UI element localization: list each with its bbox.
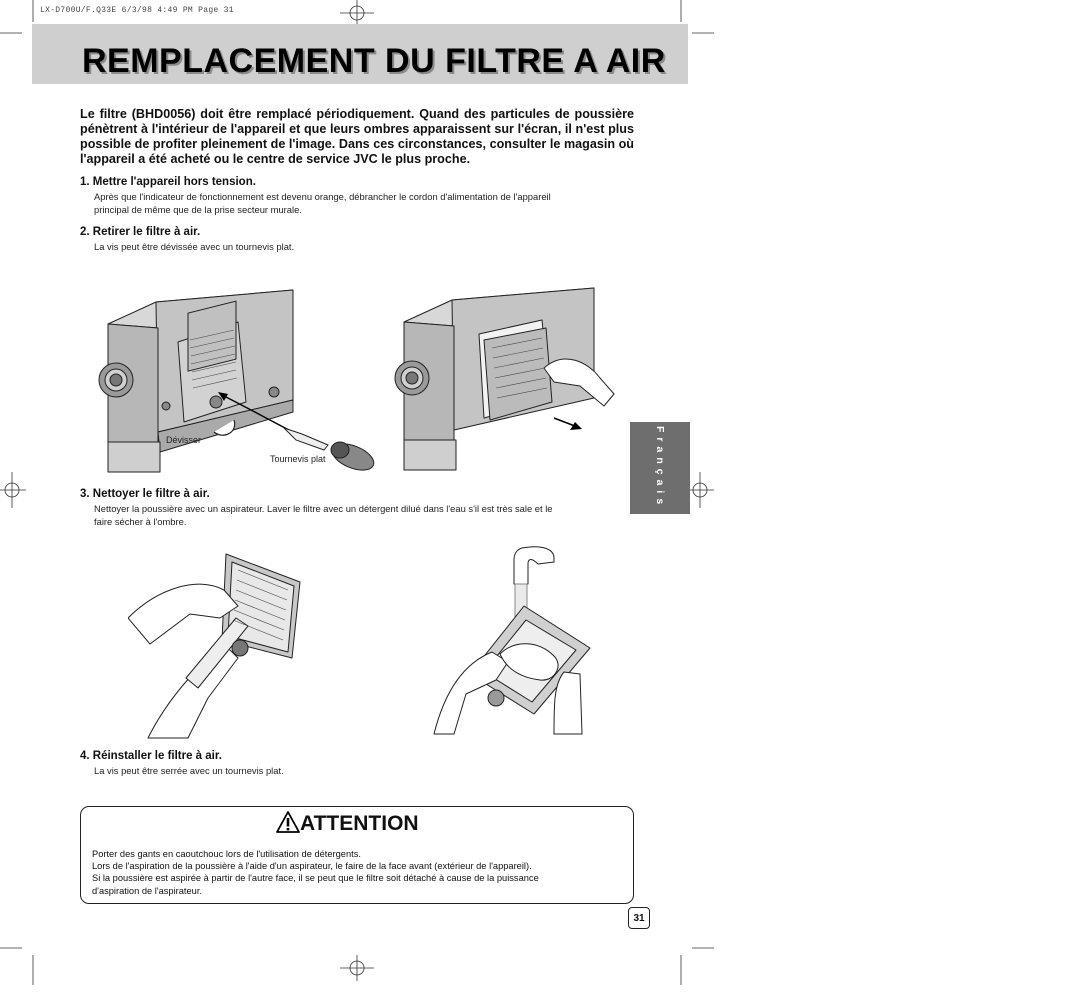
step-line: La vis peut être serrée avec un tournevi… [94,765,284,776]
step-text: La vis peut être dévissée avec un tourne… [94,240,640,253]
page-number: 31 [628,907,650,929]
step-heading: 1. Mettre l'appareil hors tension. [80,176,256,188]
page-title: REMPLACEMENT DU FILTRE A AIR [82,42,666,80]
attention-line: Lors de l'aspiration de la poussière à l… [92,861,532,872]
step-text: La vis peut être serrée avec un tournevi… [94,764,640,777]
step-text: Nettoyer la poussière avec un aspirateur… [94,502,640,528]
filter-washing-illustration [433,546,591,735]
step-4: 4. Réinstaller le filtre à air. La vis p… [80,750,640,777]
unscrew-label: Dévisser [166,435,202,445]
step-text: Après que l'indicateur de fonctionnement… [94,190,640,216]
screwdriver-label: Tournevis plat [270,454,326,464]
registration-mark-icon [0,0,714,981]
step-line: faire sécher à l'ombre. [94,516,187,527]
step-1: 1. Mettre l'appareil hors tension. Après… [80,176,640,216]
step-line: Nettoyer la poussière avec un aspirateur… [94,503,553,514]
print-slug: LX-D700U/F.Q33E 6/3/98 4:49 PM Page 31 [40,6,234,15]
attention-box [80,806,634,904]
projector-unscrew-illustration [98,289,375,473]
language-tab: Français [630,422,690,514]
step-3: 3. Nettoyer le filtre à air. Nettoyer la… [80,488,640,528]
step-line: La vis peut être dévissée avec un tourne… [94,241,295,252]
step-heading: 2. Retirer le filtre à air. [80,226,201,238]
step-line: Après que l'indicateur de fonctionnement… [94,191,551,202]
step-heading: 3. Nettoyer le filtre à air. [80,488,210,500]
attention-line: Porter des gants en caoutchouc lors de l… [92,849,361,859]
filter-removal-illustration [394,287,615,471]
warning-triangle-icon [276,811,300,833]
attention-line: Si la poussière est aspirée à partir de … [92,873,539,884]
step-2: 2. Retirer le filtre à air. La vis peut … [80,226,640,253]
attention-line: d'aspiration de l'aspirateur. [92,885,203,896]
title-band [32,24,688,84]
filter-vacuum-illustration [128,553,301,739]
attention-title: ATTENTION [300,812,419,835]
screwdriver-icon [283,427,375,471]
intro-paragraph: Le filtre (BHD0056) doit être remplacé p… [80,107,634,166]
step-line: principal de même que de la prise secteu… [94,204,302,215]
attention-text: Porter des gants en caoutchouc lors de l… [92,848,628,897]
step-heading: 4. Réinstaller le filtre à air. [80,750,222,762]
language-tab-label: Français [654,426,666,510]
